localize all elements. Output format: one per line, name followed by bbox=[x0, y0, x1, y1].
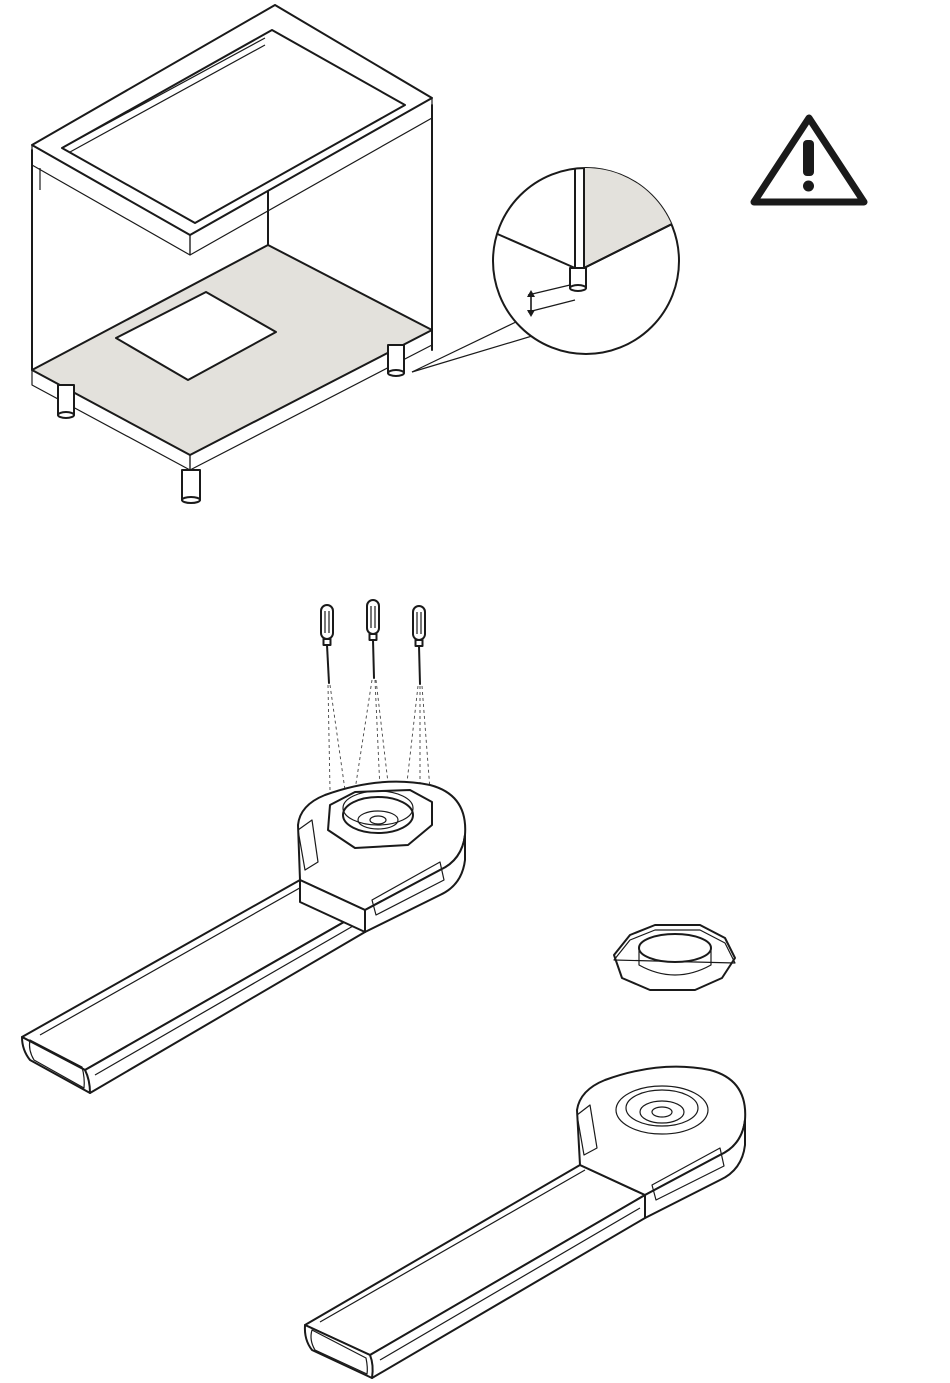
removed-inlet-collar bbox=[614, 925, 735, 990]
blower-assembly bbox=[22, 782, 465, 1093]
cabinet-top-frame bbox=[32, 5, 432, 255]
flat-duct bbox=[22, 880, 365, 1093]
cabinet-leg bbox=[182, 470, 200, 503]
cabinet-leg bbox=[58, 385, 74, 418]
blower-assembly-without-collar bbox=[305, 1067, 745, 1378]
cabinet-leg bbox=[388, 345, 404, 376]
flat-duct bbox=[305, 1165, 645, 1378]
leg-detail-magnifier bbox=[470, 160, 700, 354]
blower-inlet-collar bbox=[328, 790, 432, 848]
screwdriver-icon bbox=[367, 600, 379, 678]
screwdriver-icon bbox=[321, 605, 333, 683]
cabinet bbox=[32, 5, 432, 503]
warning-icon bbox=[754, 118, 864, 202]
screwdriver-icon bbox=[413, 606, 425, 684]
